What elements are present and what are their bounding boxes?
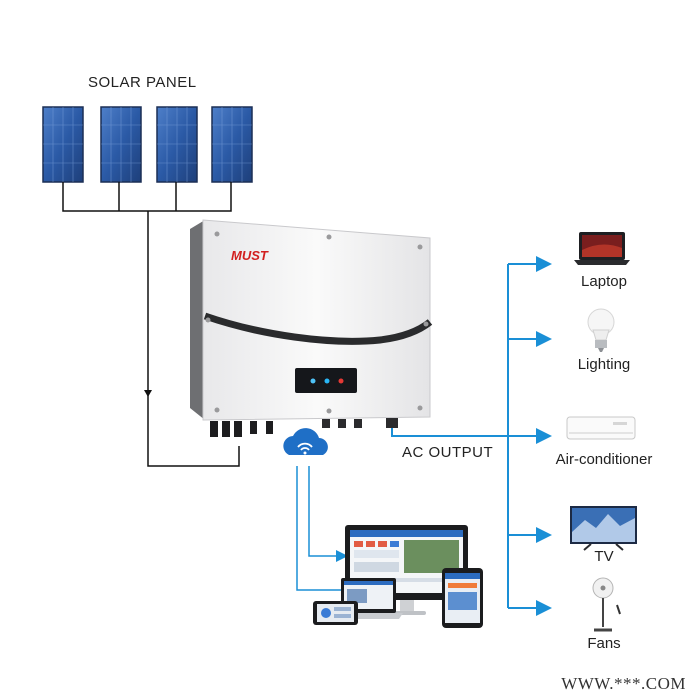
device-label-fans: Fans: [587, 635, 621, 652]
fan-icon: [592, 577, 621, 632]
solar-panel: [211, 106, 253, 183]
solar-panel-array: [42, 106, 253, 183]
device-label-tv: TV: [594, 548, 614, 565]
device-label-lighting: Lighting: [577, 356, 631, 373]
phone-device: [313, 601, 358, 625]
light-bulb-icon: [587, 308, 615, 352]
tablet-device: [442, 568, 483, 628]
wifi-cloud-icon: [283, 428, 328, 455]
solar-panel: [156, 106, 198, 183]
laptop-icon: [574, 232, 630, 265]
inverter: [190, 219, 433, 437]
solar-panel: [42, 106, 84, 183]
solar-panel-label: SOLAR PANEL: [88, 74, 197, 91]
watermark: WWW.***.COM: [561, 674, 686, 693]
device-label-air-conditioner: Air-conditioner: [555, 451, 653, 468]
ac-output-wiring: [391, 256, 552, 616]
dc-arrow: [144, 390, 152, 397]
monitoring-link: [296, 466, 353, 596]
solar-panel: [100, 106, 142, 183]
brand-logo: MUST: [231, 248, 269, 263]
device-label-laptop: Laptop: [581, 273, 627, 290]
ac-output-label: AC OUTPUT: [402, 444, 494, 461]
tv-icon: [570, 506, 637, 551]
dc-wiring: [62, 182, 240, 467]
air-conditioner-icon: [566, 416, 636, 440]
